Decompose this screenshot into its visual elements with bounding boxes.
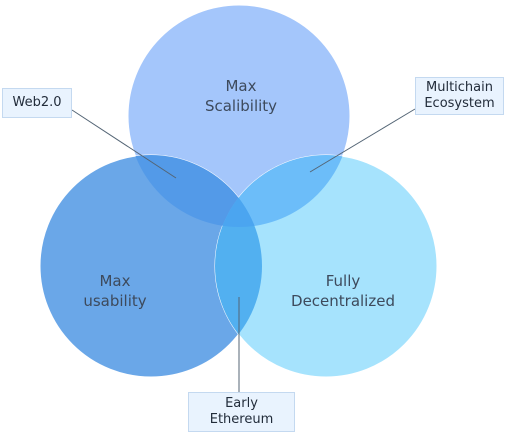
- callout-multichain-ecosystem: Multichain Ecosystem: [415, 77, 504, 115]
- leader-line-multichain: [309, 108, 416, 173]
- circle-label-line: usability: [83, 292, 147, 310]
- circle-label-line: Max: [225, 77, 257, 95]
- callout-text: Multichain: [426, 80, 493, 95]
- circle-label-fully-decentralized: Fully Decentralized: [291, 271, 395, 311]
- callout-text: Web2.0: [12, 95, 62, 110]
- circle-label-line: Decentralized: [291, 292, 395, 310]
- callout-web2: Web2.0: [2, 88, 72, 118]
- leader-line-web2: [71, 109, 177, 179]
- callout-text: Early: [225, 396, 258, 411]
- circle-label-max-usability: Max usability: [83, 271, 146, 311]
- overlap-top-right: [215, 155, 350, 227]
- circle-label-line: Scalibility: [204, 97, 278, 115]
- callout-text: Ethereum: [209, 412, 274, 427]
- circle-label-line: Max: [99, 272, 131, 290]
- circle-label-max-scalibility: Max Scalibility: [205, 76, 277, 116]
- overlap-top-left: [128, 155, 262, 227]
- circle-label-line: Fully: [325, 272, 361, 290]
- callout-text: Ecosystem: [424, 96, 495, 111]
- callout-early-ethereum: Early Ethereum: [188, 392, 295, 432]
